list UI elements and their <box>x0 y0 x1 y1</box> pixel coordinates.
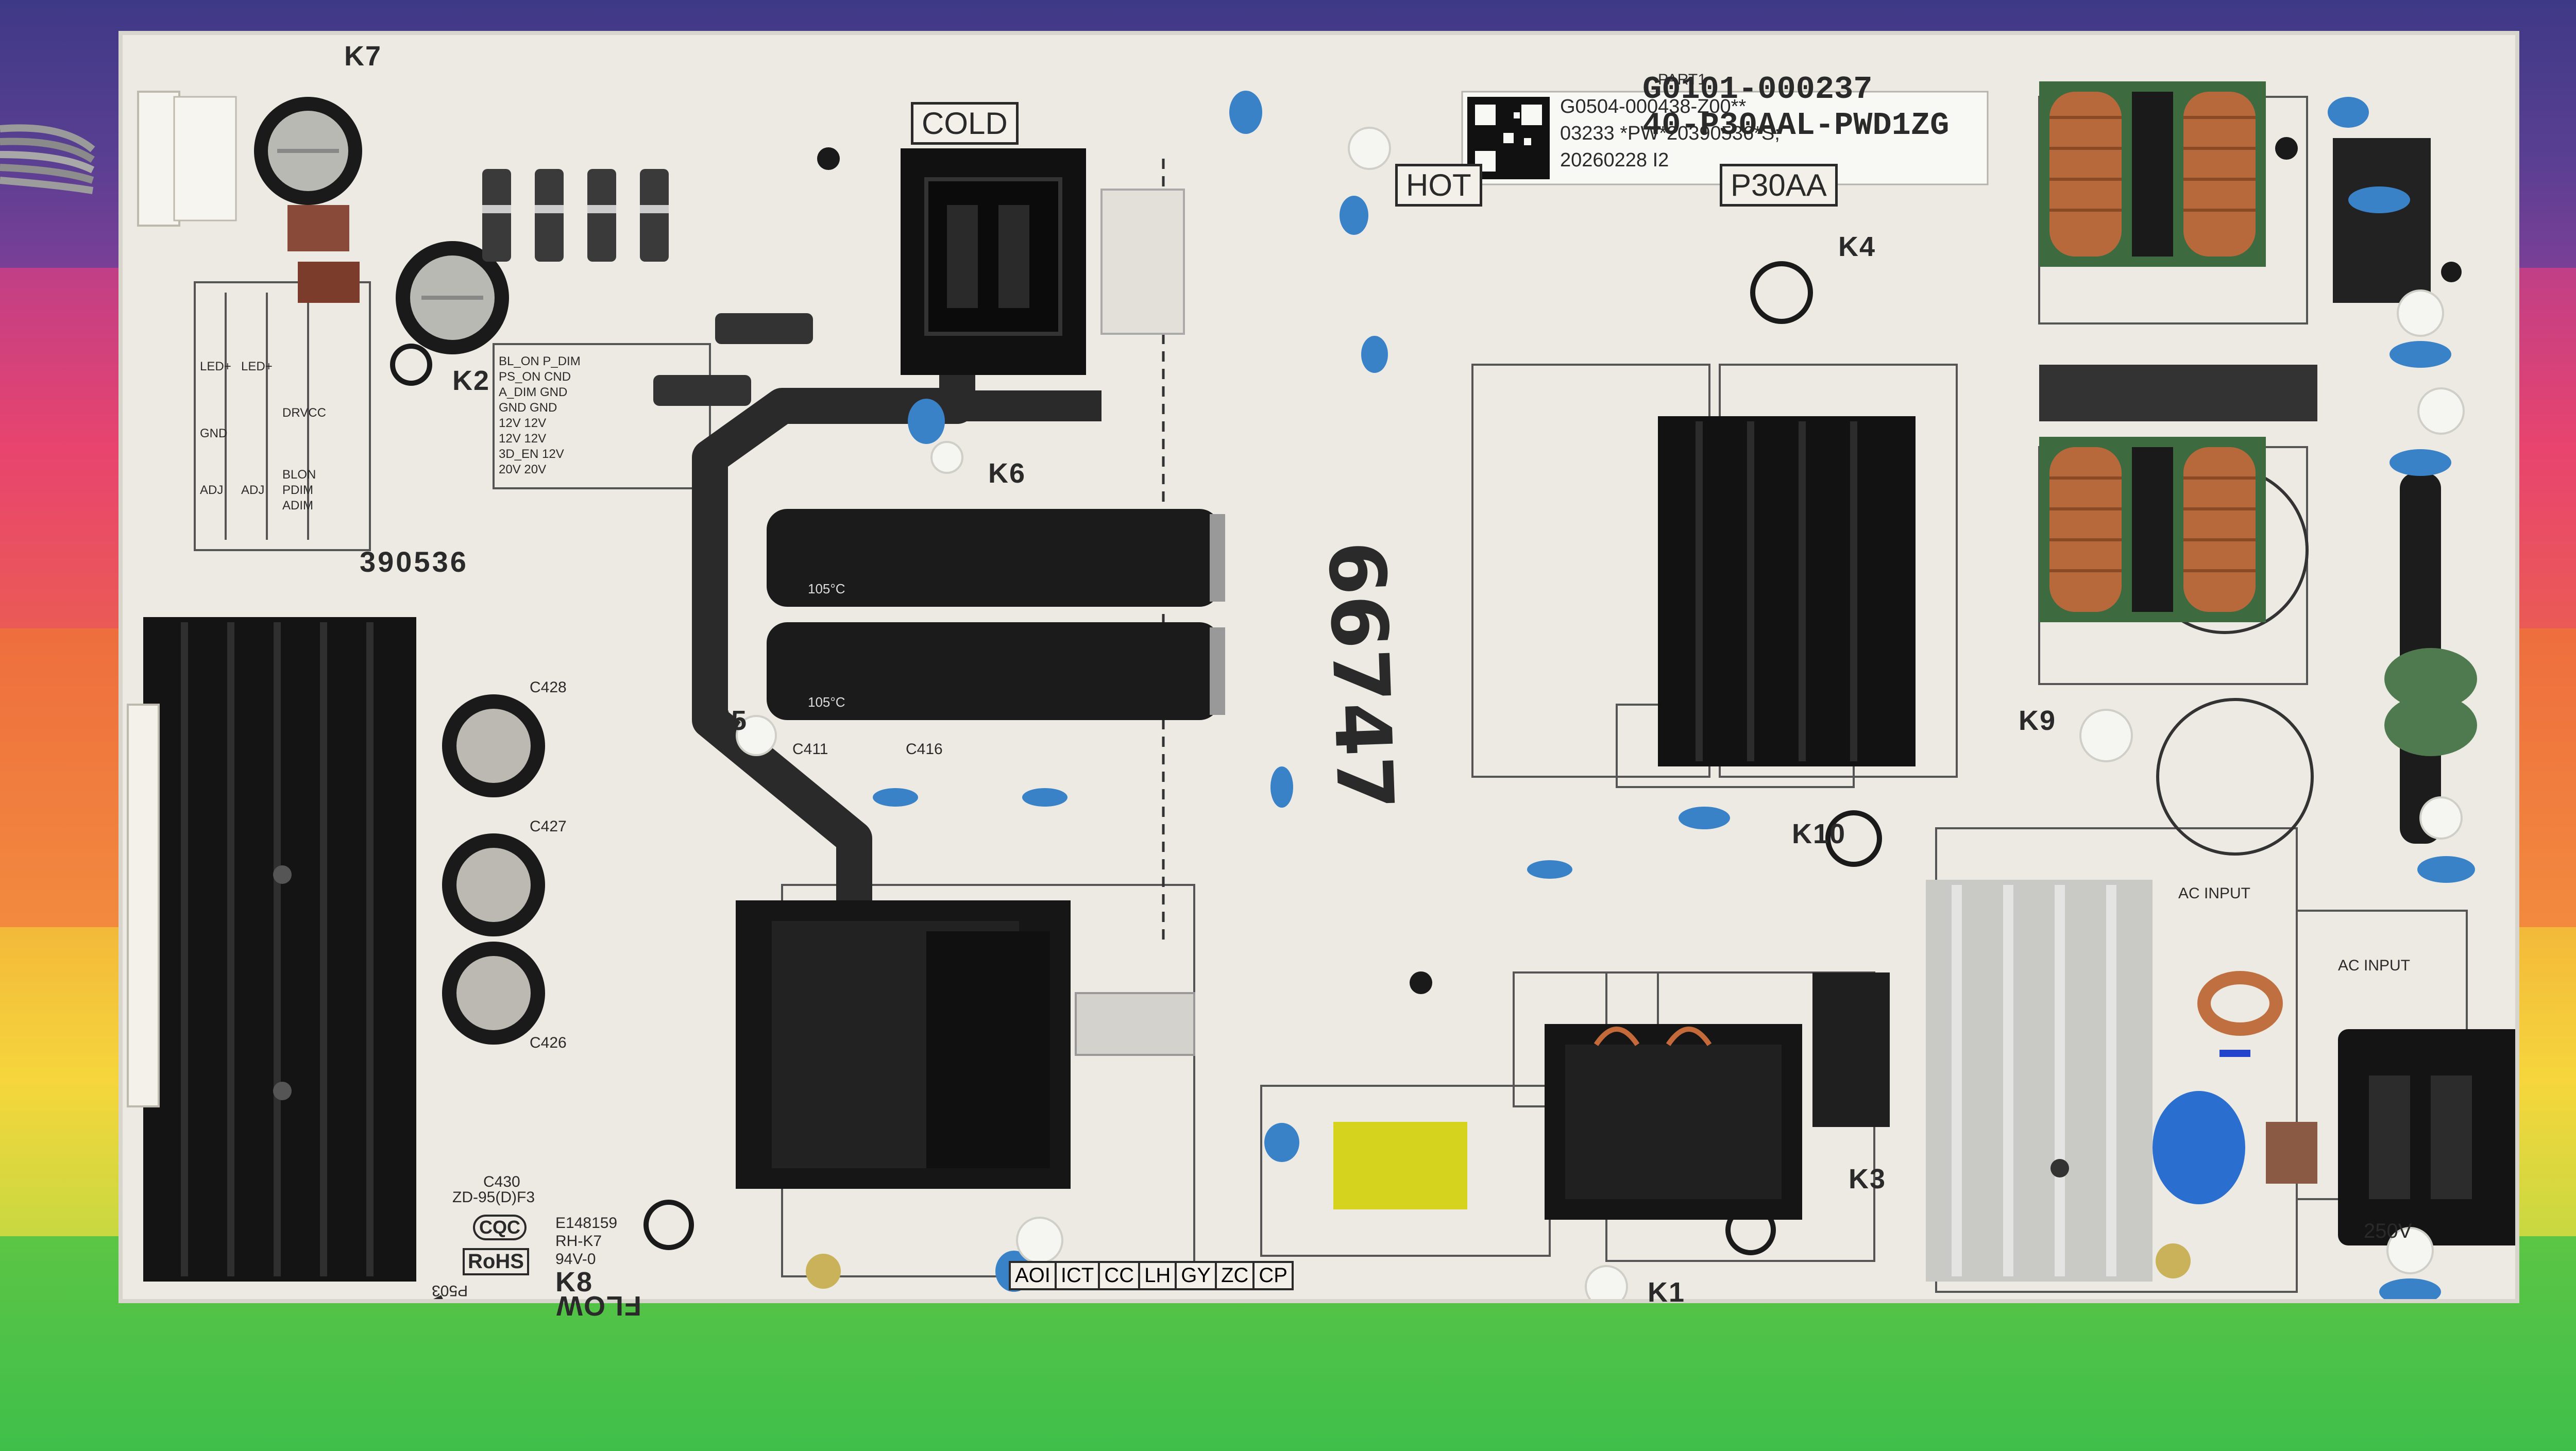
p501-pin-7: 3D_EN 12V <box>499 447 564 461</box>
flammability-rating: 94V-0 <box>555 1251 596 1268</box>
p401-pin-9: PDIM <box>282 483 313 497</box>
tag-cp: CP <box>1252 1261 1294 1290</box>
ref-k1: K1 <box>1648 1277 1686 1308</box>
bulk-cap-rating-1: 105°C <box>808 581 845 596</box>
ref-c416: C416 <box>906 741 943 758</box>
tag-zc: ZC <box>1215 1261 1255 1290</box>
inductor-lp2 <box>1545 1024 1802 1220</box>
ref-k2: K2 <box>452 365 490 396</box>
p501-pin-8: 20V 20V <box>499 463 547 476</box>
ref-c426: C426 <box>530 1034 567 1051</box>
p501-pin-1: BL_ON P_DIM <box>499 354 581 368</box>
p501-pin-3: A_DIM GND <box>499 385 568 399</box>
heatsink-hs1 <box>1926 880 2153 1282</box>
p503-label: P503 <box>432 1282 468 1299</box>
choke-lf3 <box>2039 437 2266 622</box>
tag-gy: GY <box>1175 1261 1217 1290</box>
p501-pin-2: PS_ON CND <box>499 370 571 384</box>
tag-cc: CC <box>1098 1261 1141 1290</box>
ref-k3: K3 <box>1849 1164 1887 1194</box>
model-number-label: 40-P30AAL-PWD1ZG <box>1642 107 1950 144</box>
ref-c427: C427 <box>530 818 567 835</box>
ul-number-label: E148159 <box>555 1215 618 1232</box>
ac-input-label-1: AC INPUT <box>2178 885 2251 902</box>
test-tags-row: AOI ICT CC LH GY ZC CP <box>1009 1261 1294 1290</box>
p403-pin-5: GND <box>200 426 228 440</box>
sticker-line-2: 03233 *PW*20390536*S; <box>1560 123 1780 144</box>
sticker-line-1: G0504-000438-Z00** <box>1560 96 1747 117</box>
transformer-k6 <box>901 148 1086 375</box>
p401-pin-8: BLON <box>282 468 316 482</box>
capacitor-c427 <box>442 833 545 936</box>
bulk-capacitor-ce2 <box>767 509 1225 607</box>
p501-pin-5: 12V 12V <box>499 416 547 430</box>
voltage-label: 250V <box>2364 1220 2412 1242</box>
capacitor-c426 <box>442 942 545 1045</box>
tag-ict: ICT <box>1054 1261 1100 1290</box>
serial-label: 390536 <box>360 545 468 578</box>
cqc-label: CQC <box>473 1215 527 1240</box>
tag-lh: LH <box>1138 1261 1177 1290</box>
handwritten-number: 66747 <box>1311 540 1410 812</box>
heatsink-hs3 <box>1658 416 1916 766</box>
hot-side-label: HOT <box>1395 164 1482 207</box>
wire-harness <box>0 124 95 194</box>
sticker-part-label: PART1 <box>1658 71 1706 88</box>
rohs-label: RoHS <box>463 1248 529 1275</box>
tag-aoi: AOI <box>1009 1261 1057 1290</box>
zd-label: ZD-95(D)F3 <box>452 1189 535 1206</box>
ac-inlet-connector <box>2338 1029 2515 1245</box>
board-graphics <box>127 81 2515 1299</box>
ref-k8: K8 <box>555 1267 594 1298</box>
ref-k10: K10 <box>1792 818 1846 849</box>
ceramic-capacitors <box>873 91 2475 1299</box>
pcb-board: G0101-000237 40-P30AAL-PWD1ZG P30AA COLD… <box>118 31 2519 1321</box>
ref-k9: K9 <box>2019 705 2057 736</box>
p501-pin-6: 12V 12V <box>499 432 547 446</box>
heatsink-left <box>143 617 416 1282</box>
p402-pin-1: LED+ <box>241 360 273 373</box>
ref-c430: C430 <box>483 1173 520 1190</box>
p403-pin-8: ADJ <box>200 483 224 497</box>
ref-k4: K4 <box>1838 231 1876 262</box>
ref-c411: C411 <box>792 741 828 758</box>
choke-lf2 <box>2039 81 2266 267</box>
bulk-capacitor-ce1 <box>767 622 1225 720</box>
capacitor-c515 <box>396 241 509 354</box>
part-number-label: G0101-000237 <box>1642 71 1873 108</box>
capacitor-k7 <box>254 97 362 205</box>
ref-k7: K7 <box>344 41 382 72</box>
bulk-cap-rating-2: 105°C <box>808 694 845 710</box>
capacitor-c428 <box>442 694 545 797</box>
cold-side-label: COLD <box>911 102 1019 145</box>
ref-c428: C428 <box>530 679 567 696</box>
p401-pin-10: ADIM <box>282 499 313 513</box>
ref-k6: K6 <box>988 458 1026 489</box>
rh-label: RH-K7 <box>555 1233 602 1250</box>
transformer-t5401 <box>736 900 1071 1189</box>
p403-pin-1: LED+ <box>200 360 231 373</box>
model-box-label: P30AA <box>1720 164 1838 207</box>
ac-input-label-2: AC INPUT <box>2338 957 2411 974</box>
p401-pin-4: DRVCC <box>282 406 326 420</box>
p501-pin-4: GND GND <box>499 401 557 415</box>
sticker-line-3: 20260228 I2 <box>1560 149 1669 171</box>
ref-k5: K5 <box>710 705 748 736</box>
p402-pin-8: ADJ <box>241 483 265 497</box>
